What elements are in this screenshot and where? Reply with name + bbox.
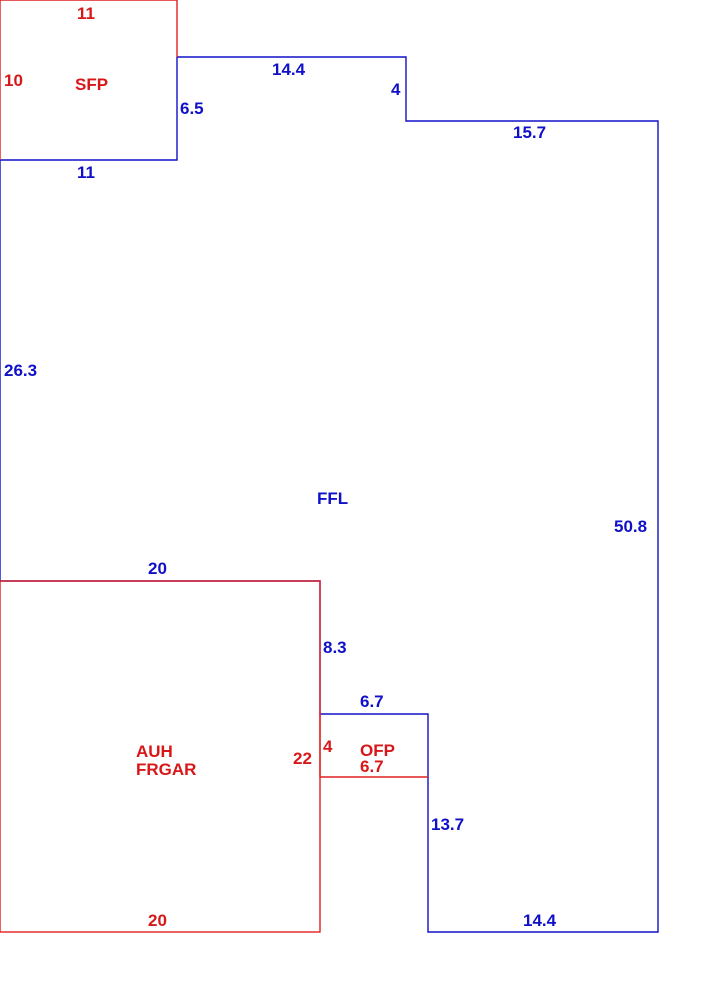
ffl-dim-top-left: 14.4 xyxy=(272,60,306,79)
ffl-label: FFL xyxy=(317,489,348,508)
sfp-dim-top: 11 xyxy=(77,4,95,23)
ffl-dim-inner-left: 8.3 xyxy=(323,638,347,657)
ffl-dim-ofp-top: 6.7 xyxy=(360,692,384,711)
ffl-dim-sfp-right: 6.5 xyxy=(180,99,204,118)
ofp-dim-bottom: 6.7 xyxy=(360,757,384,776)
ofp-outline xyxy=(319,714,428,778)
ffl-dim-left: 26.3 xyxy=(4,361,37,380)
garage-dim-right: 22 xyxy=(293,749,312,768)
ofp-label: OFP xyxy=(360,741,395,760)
ffl-dim-lower-inner-right: 13.7 xyxy=(431,815,464,834)
sfp-outline xyxy=(0,0,178,160)
ffl-outline xyxy=(0,56,659,933)
ffl-dim-right: 50.8 xyxy=(614,517,647,536)
ffl-dim-sfp-bottom: 11 xyxy=(77,163,95,182)
sfp-label: SFP xyxy=(75,75,108,94)
ffl-dim-top-right: 15.7 xyxy=(513,123,546,142)
sfp-dim-left: 10 xyxy=(4,71,23,90)
ffl-dim-top-step: 4 xyxy=(391,80,401,99)
ofp-dim-left: 4 xyxy=(323,737,333,756)
garage-label-line2: FRGAR xyxy=(136,760,196,779)
ffl-dim-bottom: 14.4 xyxy=(523,911,557,930)
garage-dim-bottom: 20 xyxy=(148,911,167,930)
garage-label-line1: AUH xyxy=(136,742,173,761)
ffl-dim-garage-top: 20 xyxy=(148,559,167,578)
